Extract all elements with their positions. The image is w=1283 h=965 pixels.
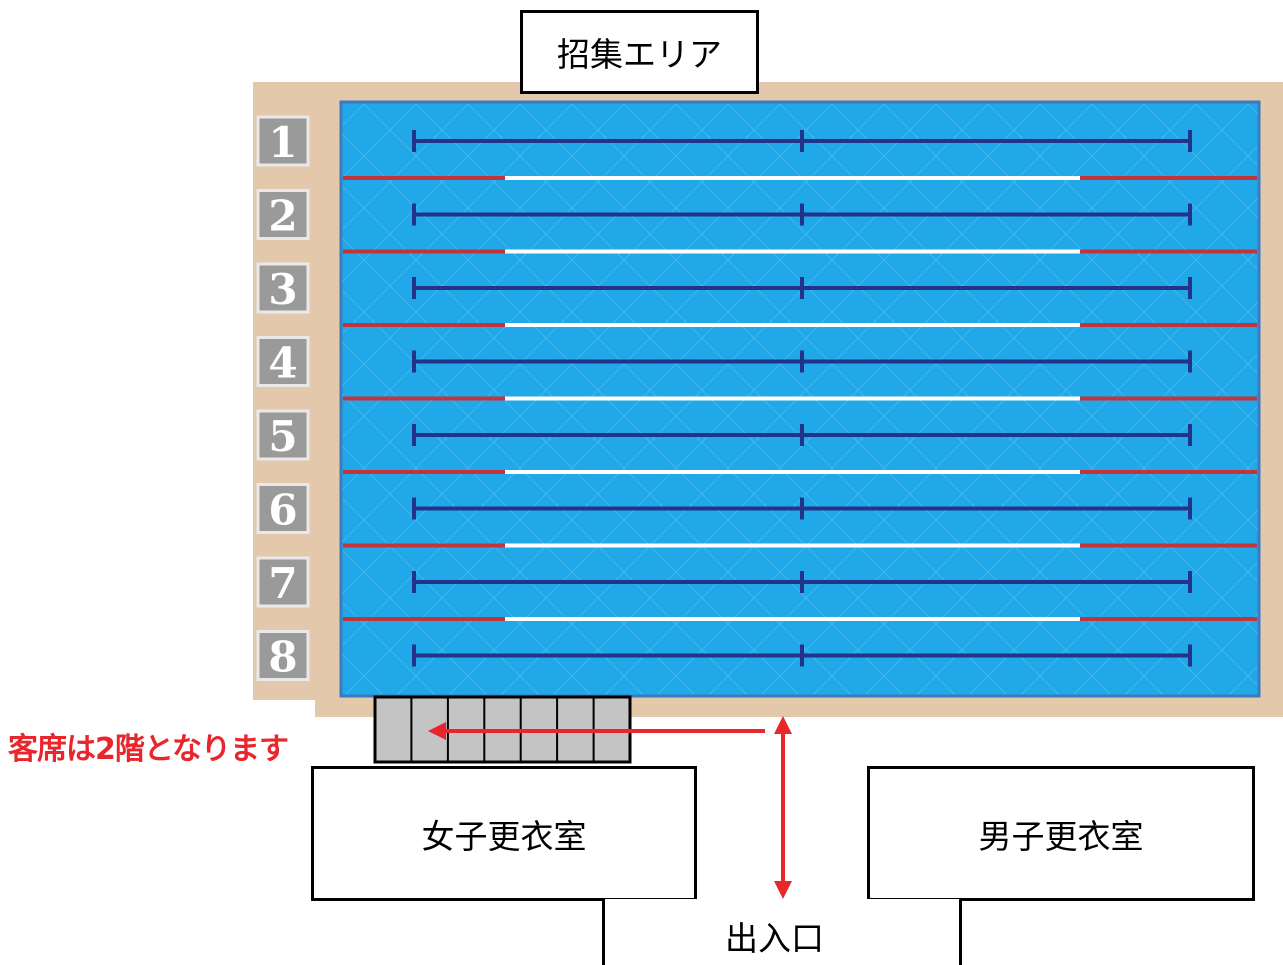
lane-number-5: 5 [256,409,310,461]
seats-note: 客席は2階となります [8,732,289,767]
lane-floor-markers [412,130,1192,667]
svg-text:4: 4 [268,339,297,388]
lane-number-7: 7 [256,556,310,608]
svg-text:6: 6 [268,486,297,535]
lane-number-blocks: 1 2 3 4 5 6 7 8 [256,115,310,682]
lane-marker [412,424,1192,446]
red-arrows [428,716,792,899]
svg-text:1: 1 [268,118,297,167]
lane-number-2: 2 [256,189,310,241]
deck-gap [253,700,315,717]
womens-locker-room: 女子更衣室 [311,766,697,901]
lane-marker [412,497,1192,520]
mens-locker-room: 男子更衣室 [867,766,1255,901]
svg-text:5: 5 [268,412,297,461]
entrance-area [602,899,962,965]
svg-text:3: 3 [268,265,297,314]
call-area-label: 招集エリア [557,35,722,74]
lane-marker [412,203,1192,226]
womens-locker-label: 女子更衣室 [421,816,587,856]
lane-number-4: 4 [256,336,310,388]
mens-locker-label: 男子更衣室 [978,816,1144,856]
svg-text:7: 7 [268,559,297,608]
entrance-label: 出入口 [725,919,824,958]
lane-marker [412,350,1192,373]
lane-marker [412,277,1192,299]
call-area-box: 招集エリア [520,10,759,94]
lane-marker [412,644,1192,667]
lane-number-6: 6 [256,483,310,535]
lane-number-3: 3 [256,262,310,314]
lane-ropes [343,176,1257,621]
svg-text:8: 8 [268,633,297,682]
lane-marker [412,130,1192,152]
lane-number-8: 8 [256,630,310,682]
lane-number-1: 1 [256,115,310,167]
lane-marker [412,571,1192,593]
svg-text:2: 2 [268,192,297,241]
